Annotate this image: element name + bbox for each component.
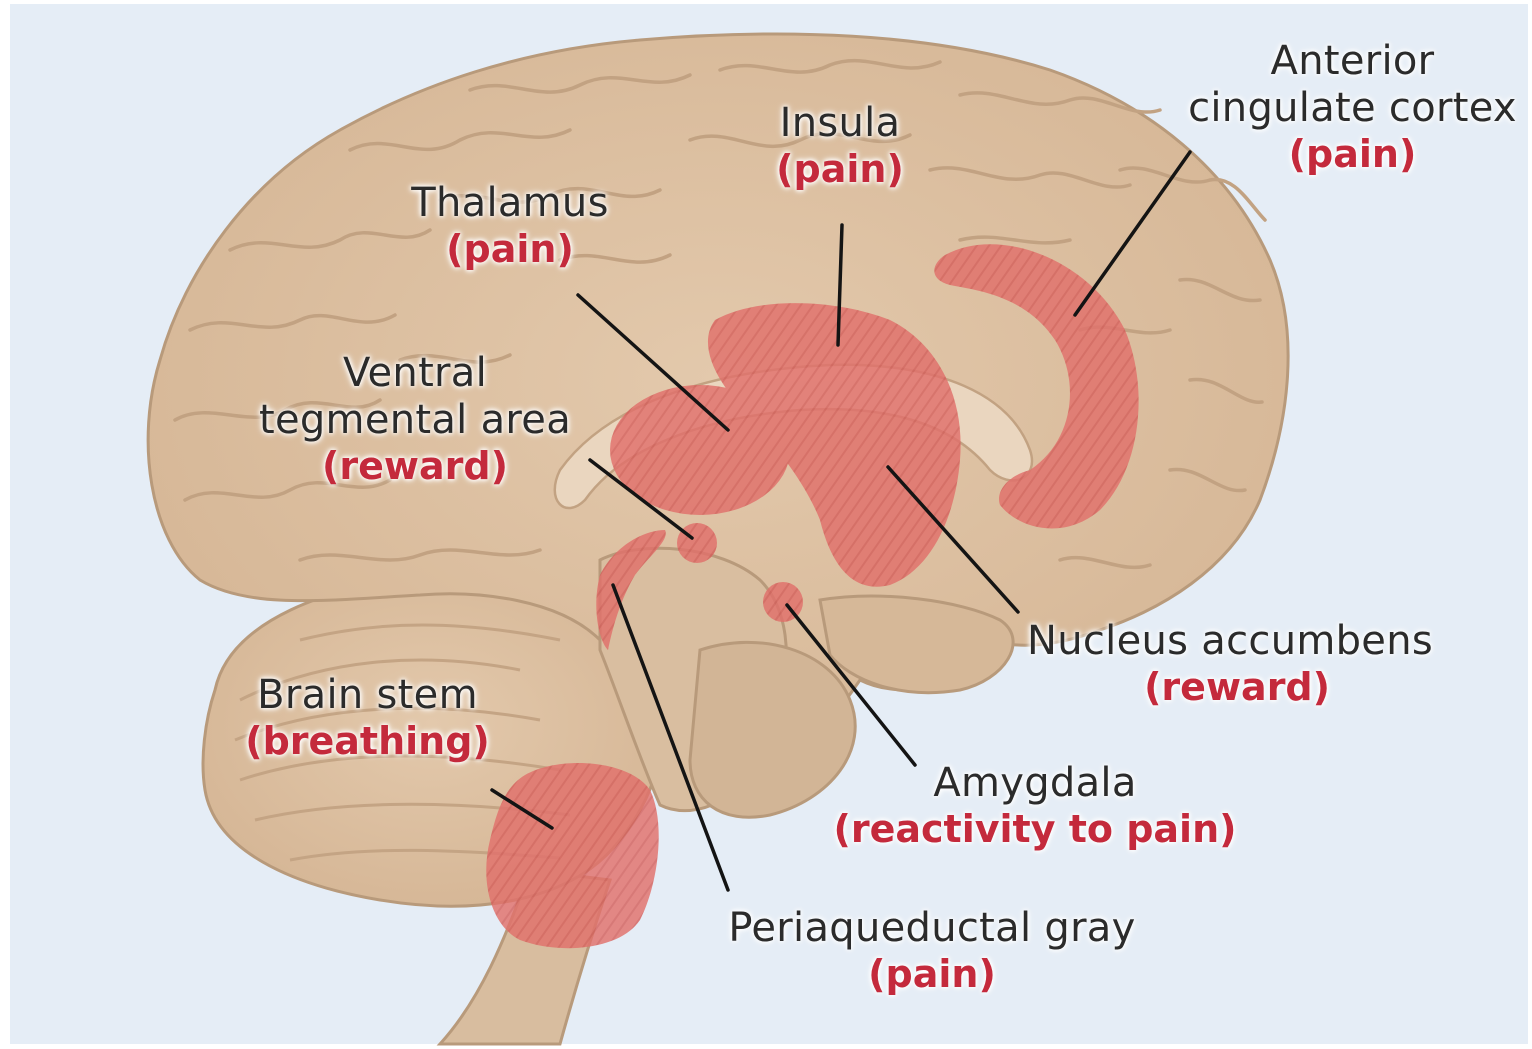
label-function: (reward) — [245, 444, 585, 489]
label-brain-stem: Brain stem (breathing) — [240, 672, 495, 764]
label-function: (reactivity to pain) — [830, 807, 1240, 852]
label-name: Anterior — [1180, 38, 1525, 85]
label-thalamus: Thalamus (pain) — [380, 180, 640, 272]
label-periaqueductal-gray: Periaqueductal gray (pain) — [712, 905, 1152, 997]
label-function: (pain) — [380, 227, 640, 272]
label-name: Insula — [730, 100, 950, 147]
label-ventral-tegmental-area: Ventral tegmental area (reward) — [245, 350, 585, 489]
label-insula: Insula (pain) — [730, 100, 950, 192]
region-brain-stem — [486, 763, 658, 948]
label-function: (pain) — [712, 952, 1152, 997]
label-function: (pain) — [1180, 132, 1525, 177]
label-name: Brain stem — [240, 672, 495, 719]
label-amygdala: Amygdala (reactivity to pain) — [830, 760, 1240, 852]
label-name: Nucleus accumbens — [1010, 618, 1450, 665]
label-name: Periaqueductal gray — [712, 905, 1152, 952]
label-function: (reward) — [1010, 665, 1450, 710]
label-function: (breathing) — [240, 719, 495, 764]
label-name: Thalamus — [380, 180, 640, 227]
label-name: Amygdala — [830, 760, 1240, 807]
label-anterior-cingulate-cortex: Anterior cingulate cortex (pain) — [1180, 38, 1525, 177]
label-name: tegmental area — [245, 397, 585, 444]
label-nucleus-accumbens: Nucleus accumbens (reward) — [1010, 618, 1450, 710]
label-name: cingulate cortex — [1180, 85, 1525, 132]
label-function: (pain) — [730, 147, 950, 192]
label-name: Ventral — [245, 350, 585, 397]
